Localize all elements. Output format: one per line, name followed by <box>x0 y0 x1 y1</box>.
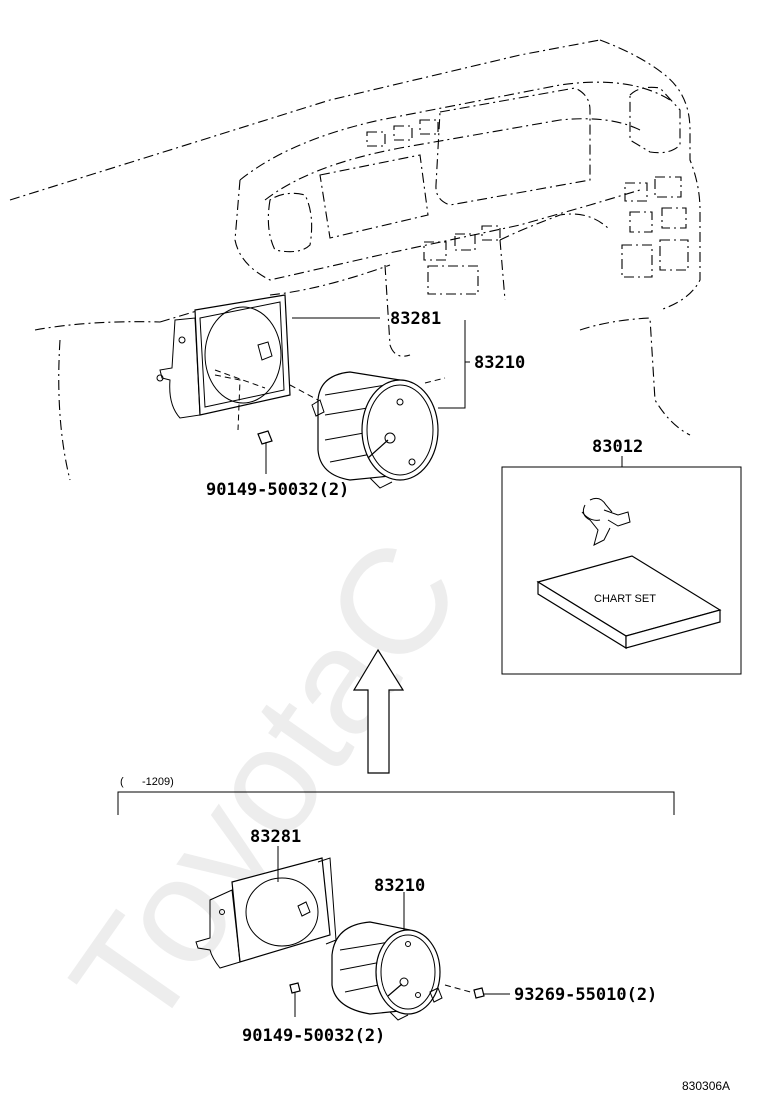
leader-lines-upper <box>292 317 470 409</box>
screw-upper <box>257 430 273 474</box>
range-bracket <box>117 791 675 815</box>
part-screw-lower-label: 90149-50032(2) <box>242 1026 385 1046</box>
up-arrow-icon <box>352 648 405 774</box>
range-label: ( -1209) <box>120 776 174 788</box>
bulb-lower <box>444 984 510 999</box>
clock-bezel-upper <box>156 294 291 431</box>
dashboard-outline <box>9 39 701 481</box>
part-83012-label: 83012 <box>592 437 643 457</box>
leader-lines-lower <box>277 846 405 930</box>
screw-lower <box>289 982 301 1017</box>
chart-set-label: CHART SET <box>594 593 656 605</box>
part-83281-upper-label: 83281 <box>390 309 441 329</box>
clock-assembly-upper <box>289 371 446 489</box>
chart-set-box: CHART SET <box>536 555 722 650</box>
part-83210-upper-label: 83210 <box>474 353 525 373</box>
part-83210-lower-label: 83210 <box>374 876 425 896</box>
kit-box: 83012 CHART SET <box>501 437 742 675</box>
clock-bezel-lower <box>195 857 337 969</box>
figure-code: 830306A <box>682 1079 730 1093</box>
part-screw-upper-label: 90149-50032(2) <box>206 480 349 500</box>
part-83281-lower-label: 83281 <box>250 827 301 847</box>
key-tool-icon <box>581 497 631 546</box>
part-bulb-lower-label: 93269-55010(2) <box>514 985 657 1005</box>
clock-assembly-lower <box>331 921 443 1021</box>
